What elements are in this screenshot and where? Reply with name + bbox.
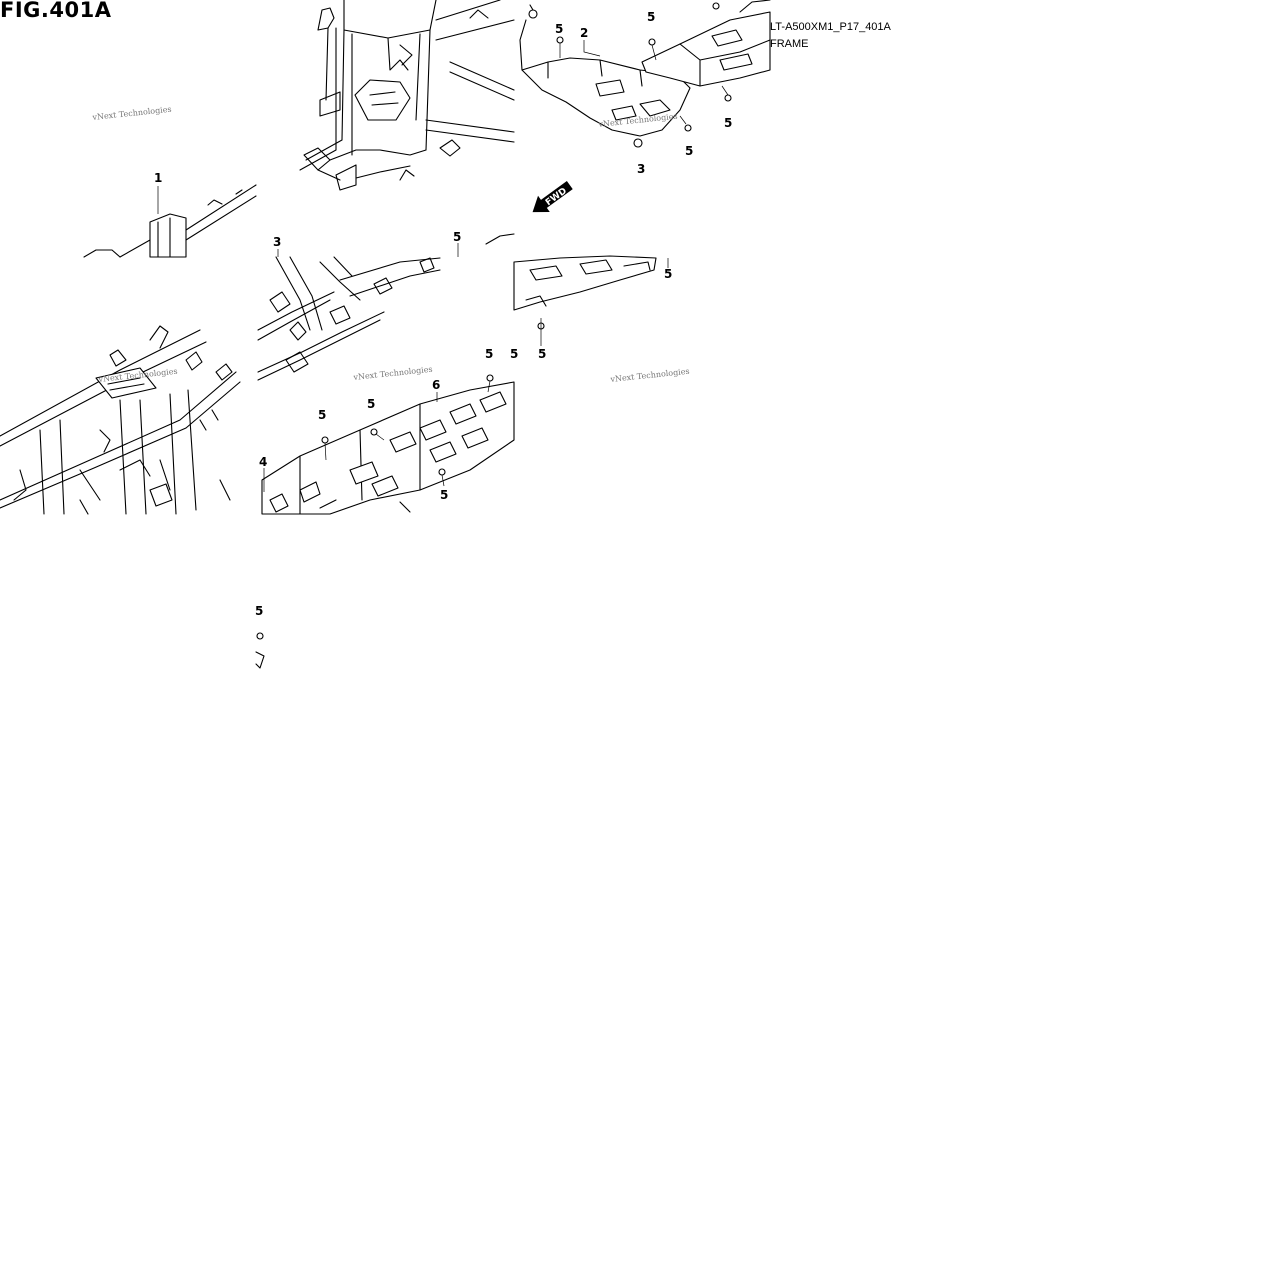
callout-nut: 3 bbox=[637, 162, 646, 176]
callout-rear-guard: 4 bbox=[259, 455, 268, 469]
front-skid-plate-drawing bbox=[519, 0, 771, 148]
callout-skid-plate: 6 bbox=[432, 378, 441, 392]
frame-upper-assembly bbox=[299, 0, 515, 191]
frame-fragment-top-left bbox=[83, 184, 257, 258]
callout-frame: 1 bbox=[154, 171, 163, 185]
callout-nut: 3 bbox=[273, 235, 282, 249]
callout-leader-lines bbox=[157, 40, 601, 476]
group-name-label: FRAME bbox=[770, 38, 809, 50]
callout-bolt: 5 bbox=[724, 116, 733, 130]
forward-direction-arrow: FWD bbox=[532, 181, 573, 213]
callout-bolt: 5 bbox=[485, 347, 494, 361]
callout-bolt: 5 bbox=[647, 10, 656, 24]
rear-skid-plate-fragment bbox=[513, 255, 669, 346]
callout-bolt: 5 bbox=[538, 347, 547, 361]
callout-bolt: 5 bbox=[555, 22, 564, 36]
callout-bolt: 5 bbox=[510, 347, 519, 361]
bolt-fragment bbox=[255, 632, 265, 669]
callout-front-skid-plate: 2 bbox=[580, 26, 589, 40]
callout-bolt: 5 bbox=[367, 397, 376, 411]
callout-bolt: 5 bbox=[453, 230, 462, 244]
callout-bolt: 5 bbox=[255, 604, 264, 618]
callout-bolt: 5 bbox=[664, 267, 673, 281]
rear-frame-and-skid-plate-drawing bbox=[257, 233, 515, 515]
figure-title: FIG.401A bbox=[0, 0, 112, 22]
model-code-label: LT-A500XM1_P17_401A bbox=[770, 21, 891, 33]
callout-bolt: 5 bbox=[440, 488, 449, 502]
main-frame-drawing bbox=[0, 325, 241, 515]
callout-bolt: 5 bbox=[685, 144, 694, 158]
callout-bolt: 5 bbox=[318, 408, 327, 422]
